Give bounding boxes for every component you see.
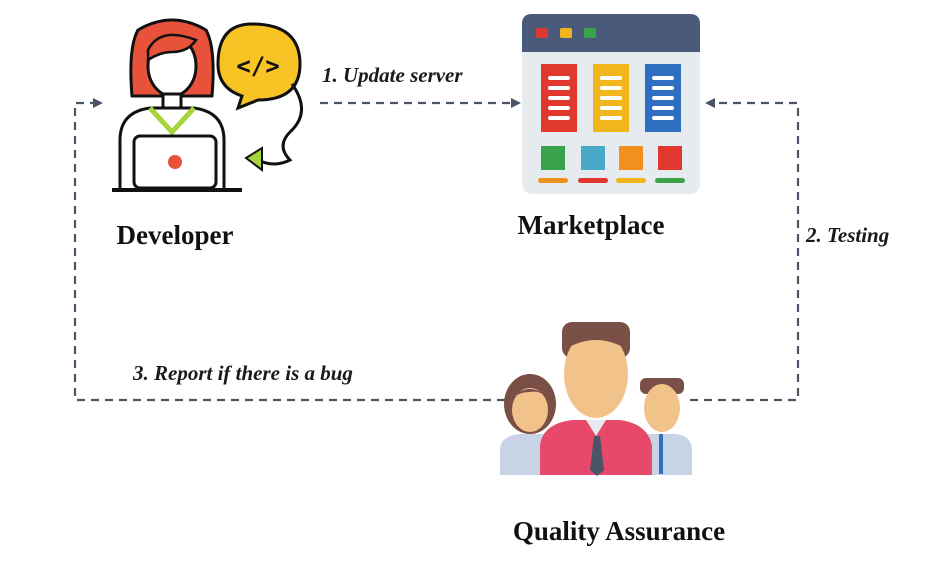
arrow-report-bug: [73, 98, 505, 402]
node-label-qa: Quality Assurance: [513, 516, 725, 546]
qa-team-icon: [500, 322, 692, 476]
node-label-marketplace: Marketplace: [518, 210, 665, 240]
arrow-testing: [690, 98, 800, 402]
developer-icon: </>: [112, 18, 303, 192]
marketplace-icon: [522, 14, 700, 194]
edge-label-testing: 2. Testing: [805, 223, 889, 247]
edge-label-update-server: 1. Update server: [322, 63, 463, 87]
edge-label-report-bug: 3. Report if there is a bug: [132, 361, 353, 385]
code-icon: </>: [236, 52, 279, 80]
node-label-developer: Developer: [117, 220, 234, 250]
connectors: [73, 98, 800, 402]
